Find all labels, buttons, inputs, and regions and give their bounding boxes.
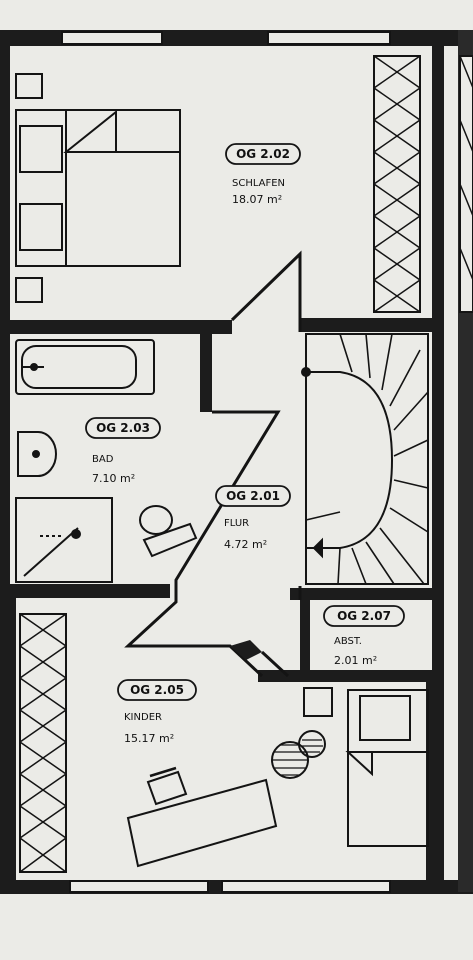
room-name: KINDER (124, 712, 162, 723)
room-area: 7.10 m² (92, 472, 135, 485)
room-label-schlafen: OG 2.02 SCHLAFEN 18.07 m² (225, 143, 301, 206)
flur-walls (124, 250, 302, 678)
toilet (139, 505, 198, 558)
room-area: 4.72 m² (224, 538, 267, 551)
bathtub (15, 339, 155, 395)
room-code: OG 2.01 (226, 489, 280, 503)
wardrobe-schlafen (373, 55, 421, 313)
room-code: OG 2.03 (96, 421, 150, 435)
room-area: 18.07 m² (232, 193, 282, 206)
shower (15, 497, 113, 583)
desk (126, 778, 278, 868)
interior-walls (10, 318, 432, 880)
room-label-flur: OG 2.01 FLUR 4.72 m² (215, 485, 291, 551)
room-name: SCHLAFEN (232, 178, 285, 189)
wardrobe-kinder (19, 613, 67, 873)
toy-balls (271, 730, 326, 779)
room-code: OG 2.07 (337, 609, 391, 623)
room-name: BAD (92, 454, 114, 465)
door-swing-kinder (230, 640, 290, 678)
room-label-bad: OG 2.03 BAD 7.10 m² (85, 417, 161, 485)
wash-basin (17, 431, 57, 477)
room-name: ABST. (334, 636, 362, 647)
room-label-kinder: OG 2.05 KINDER 15.17 m² (117, 679, 197, 745)
room-name: FLUR (224, 518, 249, 529)
room-area: 15.17 m² (124, 732, 174, 745)
room-area: 2.01 m² (334, 654, 377, 667)
room-label-abst: OG 2.07 ABST. 2.01 m² (323, 605, 405, 667)
double-bed (15, 73, 181, 303)
room-code: OG 2.02 (236, 147, 290, 161)
desk-chair (146, 766, 188, 806)
room-code: OG 2.05 (130, 683, 184, 697)
single-bed (303, 687, 429, 847)
staircase (301, 333, 429, 585)
wardrobe-right-edge (459, 55, 473, 313)
